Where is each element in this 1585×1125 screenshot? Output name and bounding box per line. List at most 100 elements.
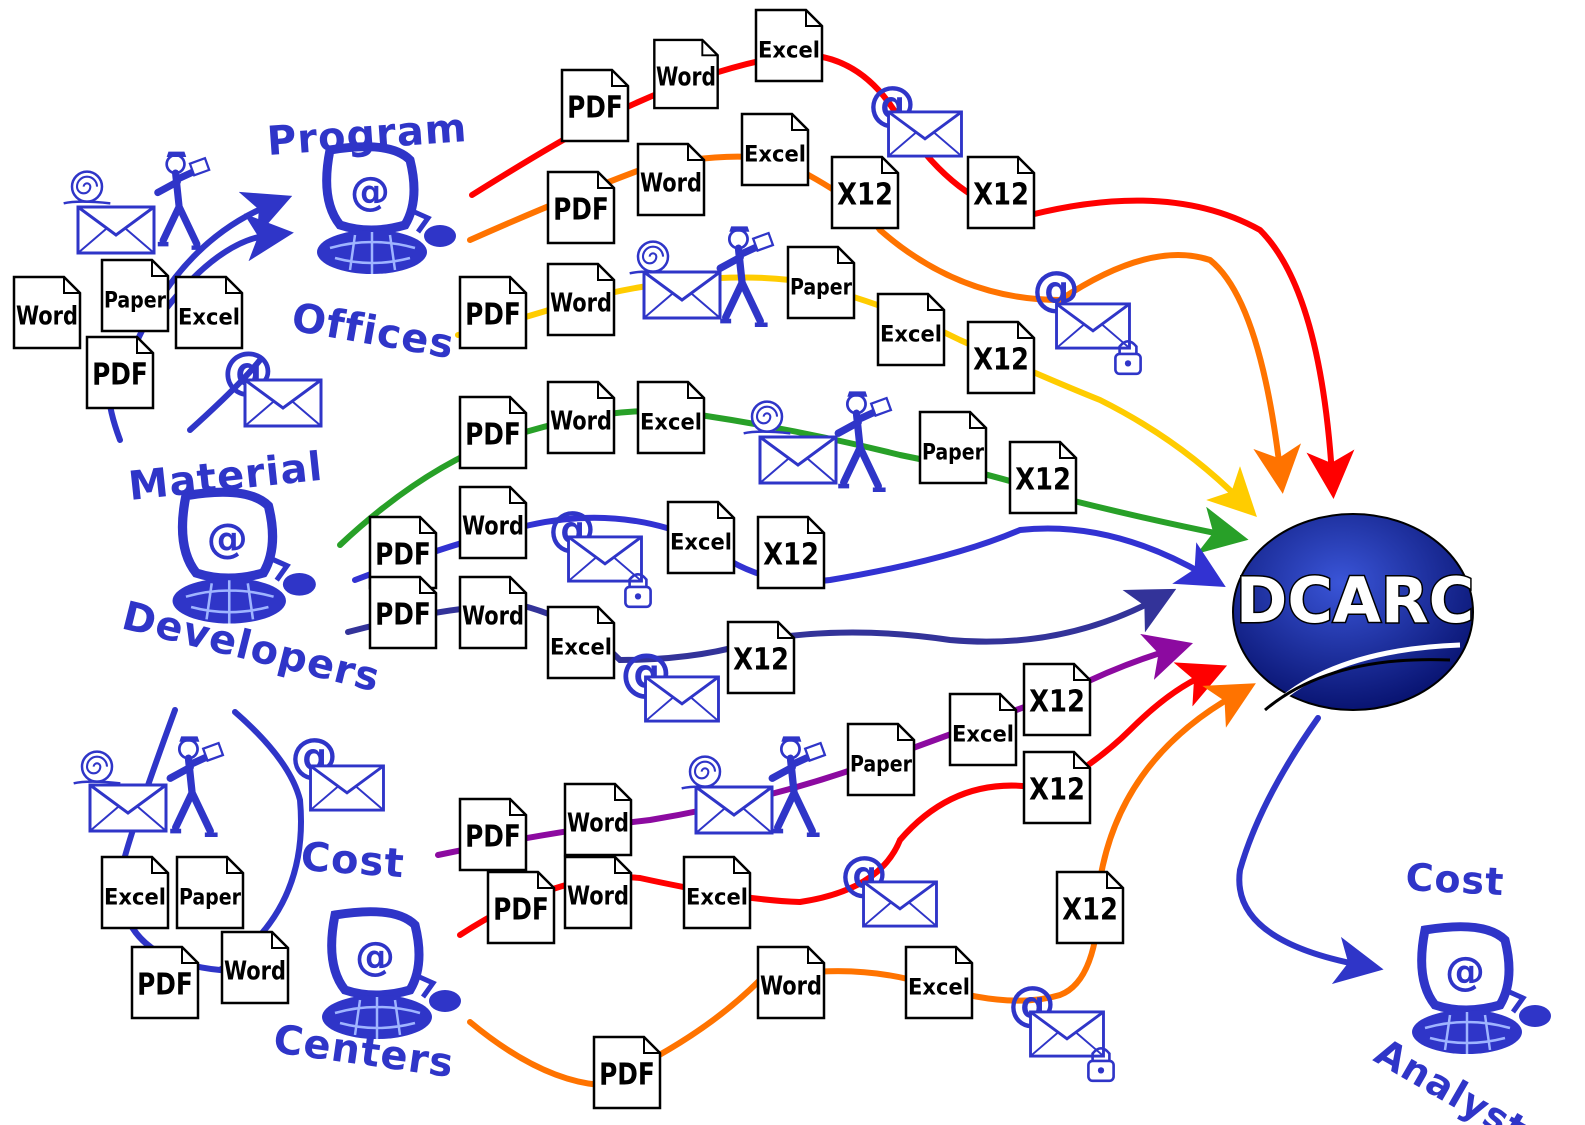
envelope-icon (88, 783, 168, 833)
program-offices-label-bottom: Offices (288, 295, 458, 369)
document-excel-icon: Excel (904, 945, 974, 1020)
document-word-icon: Word (12, 275, 82, 350)
document-label: PDF (599, 1058, 655, 1093)
envelope-icon (76, 205, 156, 255)
document-x12-icon: X12 (1022, 750, 1092, 825)
node-cost-centers: Cost Centers (271, 834, 461, 1087)
document-excel-icon: Excel (546, 605, 616, 680)
document-label: Word (567, 882, 629, 912)
document-pdf-icon: PDF (486, 870, 556, 945)
document-pdf-icon: PDF (560, 68, 630, 143)
document-label: Word (550, 407, 612, 437)
document-pdf-icon: PDF (592, 1035, 662, 1110)
document-paper-icon: Paper (918, 410, 988, 485)
document-label: Word (760, 972, 822, 1002)
document-label: Excel (880, 323, 942, 348)
document-paper-icon: Paper (100, 258, 170, 333)
document-label: X12 (733, 643, 789, 678)
document-pdf-icon: PDF (546, 170, 616, 245)
document-word-icon: Word (563, 782, 633, 857)
document-label: Word (656, 63, 716, 93)
snail-icon (680, 755, 730, 790)
document-label: Paper (922, 441, 984, 466)
document-label: Word (224, 957, 286, 987)
document-x12-icon: X12 (830, 155, 900, 230)
computer-icon (173, 492, 316, 623)
document-pdf-icon: PDF (458, 395, 528, 470)
program-offices-label-top: Program (265, 105, 468, 165)
connector-dcarc-to-analysts (1236, 715, 1384, 985)
document-word-icon: Word (756, 945, 826, 1020)
document-label: PDF (375, 538, 431, 573)
document-word-icon: Word (563, 855, 633, 930)
document-excel-icon: Excel (682, 855, 752, 930)
document-word-icon: Word (546, 262, 616, 337)
document-label: PDF (465, 820, 521, 855)
document-label: Excel (640, 411, 702, 436)
document-label: Word (567, 809, 629, 839)
document-icons: WordPaperExcelPDFPDFWordExcelPDFWordExce… (12, 8, 1125, 1110)
document-pdf-icon: PDF (368, 575, 438, 650)
document-excel-icon: Excel (174, 275, 244, 350)
envelope-icon (642, 270, 722, 320)
envelope-icon (862, 880, 938, 928)
mail-icons: @ @ @ @ @ @ @ (62, 76, 1142, 1083)
dcarc-logo: DCARC (1232, 513, 1476, 722)
document-label: X12 (837, 178, 893, 213)
snail-icon (72, 750, 122, 785)
document-label: Word (462, 602, 524, 632)
document-excel-icon: Excel (876, 292, 946, 367)
document-excel-icon: Excel (666, 500, 736, 575)
document-label: Word (640, 169, 702, 199)
document-word-icon: Word (653, 38, 719, 110)
document-label: PDF (375, 598, 431, 633)
document-x12-icon: X12 (966, 320, 1036, 395)
envelope-icon (694, 785, 774, 835)
document-label: PDF (465, 418, 521, 453)
mail-carrier-icon (170, 736, 223, 834)
document-label: Excel (758, 39, 820, 64)
computer-icon (317, 147, 456, 274)
connector-material-to-cost (116, 707, 304, 974)
document-excel-icon: Excel (100, 855, 170, 930)
document-pdf-icon: PDF (458, 797, 528, 872)
document-label: PDF (137, 968, 193, 1003)
cost-centers-label-top: Cost (299, 834, 406, 887)
document-x12-icon: X12 (1022, 662, 1092, 737)
document-excel-icon: Excel (740, 112, 810, 187)
document-excel-icon: Excel (754, 8, 824, 83)
envelope-icon (887, 110, 963, 158)
document-excel-icon: Excel (636, 380, 706, 455)
document-x12-icon: X12 (1008, 440, 1078, 515)
envelope-icon (243, 378, 323, 428)
envelope-icon (758, 435, 838, 485)
document-label: Excel (908, 976, 970, 1001)
document-word-icon: Word (458, 575, 528, 650)
document-label: PDF (92, 358, 148, 393)
document-x12-icon: X12 (756, 515, 826, 590)
envelope-icon (1055, 302, 1131, 350)
document-label: Paper (850, 753, 912, 778)
document-label: Paper (104, 289, 166, 314)
mail-carrier-icon (158, 152, 209, 248)
node-program-offices: Program Offices (265, 105, 468, 368)
document-word-icon: Word (636, 142, 706, 217)
dcarc-label: DCARC (1236, 564, 1474, 637)
document-label: X12 (763, 538, 819, 573)
document-label: Paper (179, 886, 241, 911)
document-word-icon: Word (220, 930, 290, 1005)
document-pdf-icon: PDF (130, 945, 200, 1020)
document-paper-icon: Paper (786, 245, 856, 320)
document-label: Excel (104, 886, 166, 911)
document-label: PDF (465, 298, 521, 333)
document-label: X12 (1015, 463, 1071, 498)
document-x12-icon: X12 (1055, 870, 1125, 945)
cost-analysts-label-top: Cost (1405, 855, 1506, 904)
snail-icon (62, 170, 112, 205)
envelope-icon (309, 764, 385, 812)
document-label: Excel (178, 306, 240, 331)
document-label: Word (16, 302, 78, 332)
document-label: PDF (553, 193, 609, 228)
document-x12-icon: X12 (966, 155, 1036, 230)
